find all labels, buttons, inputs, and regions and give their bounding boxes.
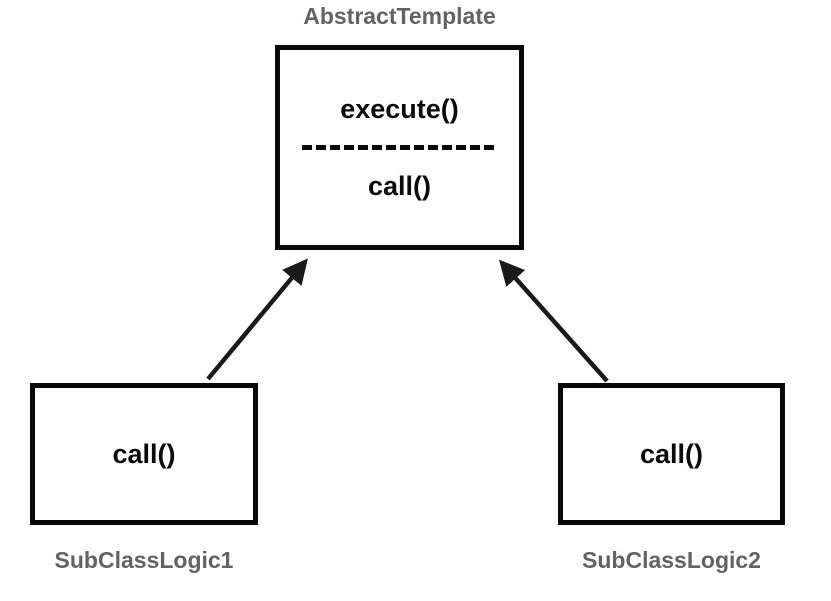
subclass-logic2-box: call() — [558, 383, 785, 525]
subclass-logic1-class-name: SubClassLogic1 — [54, 547, 234, 573]
method-execute: execute() — [340, 94, 459, 124]
method-divider-dashed-line — [301, 145, 498, 150]
abstract-template-box: execute() call() — [275, 45, 524, 250]
abstract-template-class-name: AbstractTemplate — [303, 3, 496, 29]
method-call-subclass1: call() — [112, 439, 176, 469]
subclass-logic2-class-name: SubClassLogic2 — [582, 547, 761, 573]
method-call-subclass2: call() — [639, 439, 704, 469]
inheritance-arrow-left — [206, 258, 308, 381]
inheritance-arrow-right — [498, 259, 609, 383]
method-call-abstract: call() — [367, 171, 432, 201]
subclass-logic1-box: call() — [30, 383, 258, 525]
